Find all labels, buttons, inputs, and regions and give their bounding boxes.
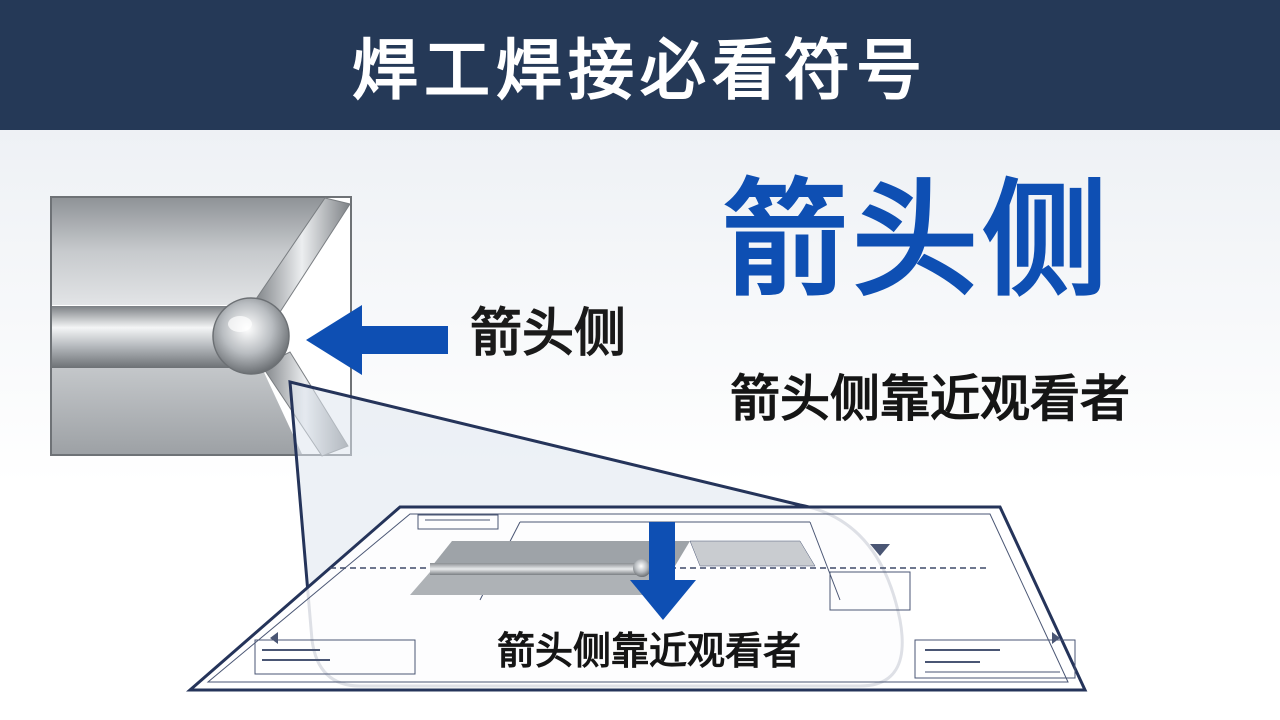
arrow-side-label: 箭头侧 <box>470 304 627 364</box>
page-title: 焊工焊接必看符号 <box>352 32 928 109</box>
technical-drawing <box>185 505 1088 692</box>
main-heading: 箭头侧 <box>722 167 1112 314</box>
main-subheading: 箭头侧靠近观看者 <box>730 370 1130 428</box>
header-banner: 焊工焊接必看符号 <box>0 0 1280 130</box>
arrow-down-icon <box>630 522 696 620</box>
arrow-left-icon <box>306 305 448 375</box>
drawing-caption: 箭头侧靠近观看者 <box>497 629 802 673</box>
